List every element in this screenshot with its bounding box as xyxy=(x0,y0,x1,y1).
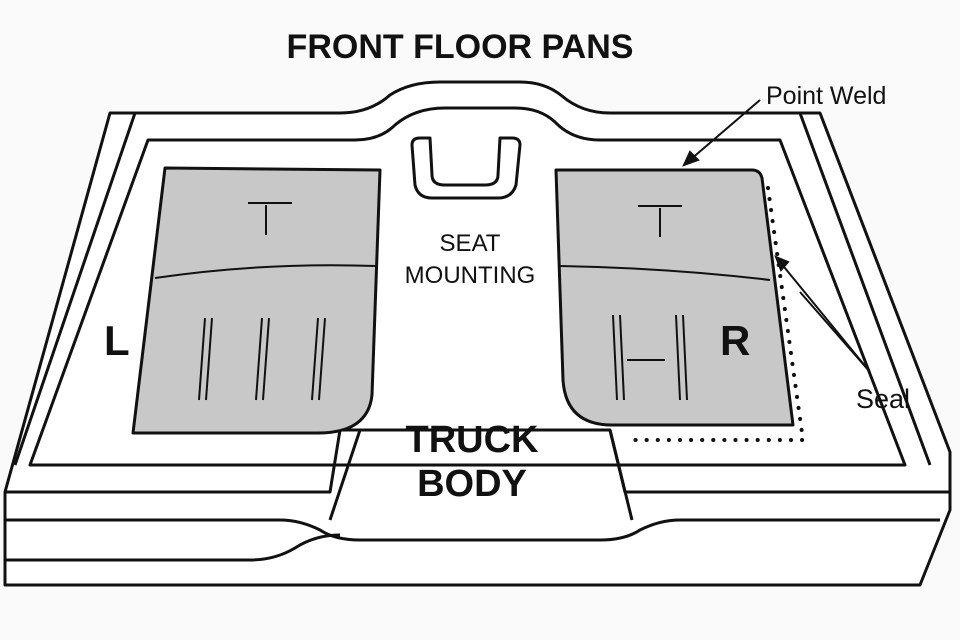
inner-rim xyxy=(28,106,907,467)
rim-right-edge xyxy=(798,112,932,466)
left-pan-ribs xyxy=(198,317,326,401)
right-side-label: R xyxy=(720,317,750,364)
seat-mounting-label-line1: SEAT xyxy=(440,230,501,257)
tunnel-left xyxy=(328,429,362,521)
seal-arrow-lower xyxy=(799,291,871,373)
right-pan-crease xyxy=(559,265,771,281)
tunnel-right xyxy=(608,429,634,521)
seal-label: Seal xyxy=(856,384,910,414)
right-pan-ribs xyxy=(612,314,688,401)
point-weld-label: Point Weld xyxy=(766,82,886,110)
left-pan-t-mark xyxy=(248,202,292,235)
seat-mount-bracket xyxy=(410,136,522,200)
left-side-label: L xyxy=(104,317,130,364)
point-weld-arrowhead xyxy=(682,150,700,167)
leader-arrows xyxy=(682,99,871,373)
bottom-edge xyxy=(5,533,341,562)
right-floor-pan xyxy=(554,168,795,427)
right-pan-panel xyxy=(554,168,795,427)
seal-arrowhead xyxy=(774,255,790,272)
truck-body-label-line1: TRUCK xyxy=(406,419,540,461)
point-weld-arrow xyxy=(689,99,761,161)
seat-mounting-label-line2: MOUNTING xyxy=(405,262,536,289)
left-pan-panel xyxy=(131,166,382,435)
left-floor-pan xyxy=(131,166,382,435)
rim-left-edge xyxy=(13,112,137,466)
front-lip-lower xyxy=(5,518,940,542)
left-pan-crease xyxy=(154,264,377,279)
seal-dotted-line xyxy=(623,186,806,442)
right-pan-t-mark xyxy=(638,205,682,237)
diagram-title: FRONT FLOOR PANS xyxy=(287,28,634,66)
front-lip xyxy=(5,428,950,494)
truck-body-label-line2: BODY xyxy=(417,463,527,505)
